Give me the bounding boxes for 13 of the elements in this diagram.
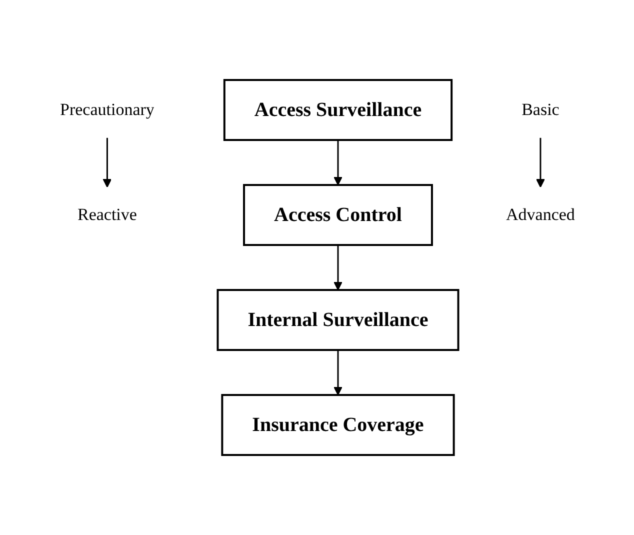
arrow xyxy=(333,140,342,186)
arrow xyxy=(333,245,342,290)
arrow xyxy=(536,138,544,188)
node-text: Advanced xyxy=(506,205,574,224)
node-text: Basic xyxy=(521,100,559,120)
node-box: Access Surveillance xyxy=(222,79,452,141)
node-box: Internal Surveillance xyxy=(216,289,459,351)
node-text: Precautionary xyxy=(60,100,154,120)
node-box: Insurance Coverage xyxy=(220,394,454,456)
arrow xyxy=(333,350,342,396)
node-text: Reactive xyxy=(77,205,136,224)
arrow xyxy=(102,138,112,188)
node-box: Access Control xyxy=(242,184,432,246)
